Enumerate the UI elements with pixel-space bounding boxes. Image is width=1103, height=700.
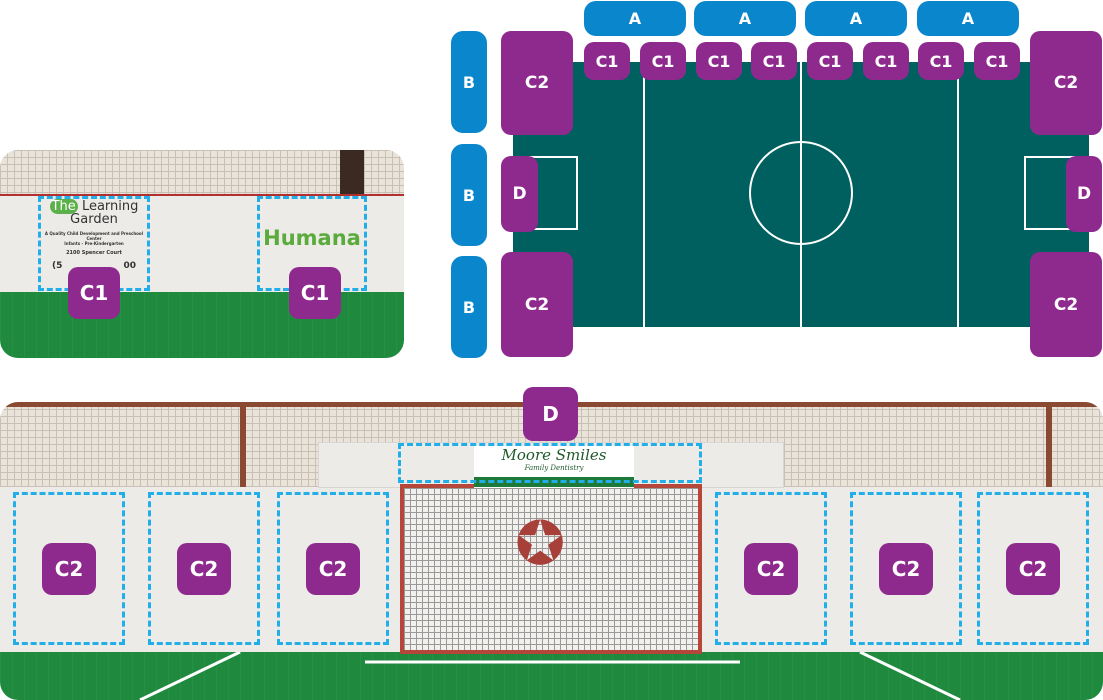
zone-c1: C1 [918,42,964,80]
zone-a: A [917,1,1019,36]
field-diagram: A A A A C1 C1 C1 C1 C1 C1 C1 C1 B B B C2… [451,1,1102,358]
zone-c1: C1 [584,42,630,80]
zone-c1: C1 [974,42,1020,80]
turf-floor [0,652,1103,700]
c2-badge: C2 [42,543,96,595]
bottom-goal-photo: ✪ Moore Smiles Family Dentistry C2 C2 C2… [0,402,1103,700]
c2-zone-outline [715,492,827,645]
zone-c2-left-bottom: C2 [501,252,573,357]
sign-subtitle: Family Dentistry [524,464,584,472]
zone-c1: C1 [807,42,853,80]
c2-badge: C2 [1006,543,1060,595]
star-ball-icon: ✪ [515,509,566,579]
phone-end: 00 [123,261,136,271]
d-badge: D [523,387,578,441]
c2-zone-outline [977,492,1089,645]
soccer-field [513,62,1089,327]
zone-c1: C1 [696,42,742,80]
left-goal-box [513,156,578,230]
post [240,402,246,492]
net-background [0,150,404,196]
zone-b: B [451,31,487,133]
zone-d-left: D [501,156,538,232]
sign-title: Moore Smiles [501,446,607,464]
zone-c2-right-top: C2 [1030,31,1102,135]
c2-badge: C2 [177,543,231,595]
humana-sign: Humana [263,226,361,250]
top-left-wall-photo: The Learning Garden A Quality Child Deve… [0,150,404,358]
post [340,150,364,196]
phone-start: (5 [52,261,63,271]
c1-badge: C1 [289,267,341,319]
learning-garden-sign: The Learning Garden A Quality Child Deve… [42,199,146,271]
post [1046,402,1052,492]
zone-b: B [451,144,487,246]
zone-a: A [805,1,907,36]
tagline: A Quality Child Development and Preschoo… [44,231,144,241]
right-goal-box [1024,156,1089,230]
zone-a: A [694,1,796,36]
zone-c1: C1 [863,42,909,80]
zone-c2-right-bottom: C2 [1030,252,1102,357]
learning-text: Learning [81,199,139,214]
garden-text: Garden [70,212,118,227]
address: 2100 Spencer Court [66,250,122,256]
the-text: The [49,199,78,214]
c2-zone-outline [148,492,260,645]
c2-zone-outline [277,492,389,645]
c1-badge: C1 [68,267,120,319]
tagline-2: Infants - Pre-Kindergarten [64,241,124,246]
c2-badge: C2 [879,543,933,595]
c2-zone-outline [850,492,962,645]
field-markings [139,652,961,700]
zone-d-right: D [1066,156,1102,232]
zone-c1: C1 [640,42,686,80]
zone-c1: C1 [751,42,797,80]
zone-b: B [451,256,487,358]
center-circle [749,141,853,245]
zone-a: A [584,1,686,36]
c2-badge: C2 [744,543,798,595]
d-zone-outline [398,443,702,483]
c2-badge: C2 [306,543,360,595]
goal [400,484,702,654]
zone-c2-left-top: C2 [501,31,573,135]
c2-zone-outline [13,492,125,645]
